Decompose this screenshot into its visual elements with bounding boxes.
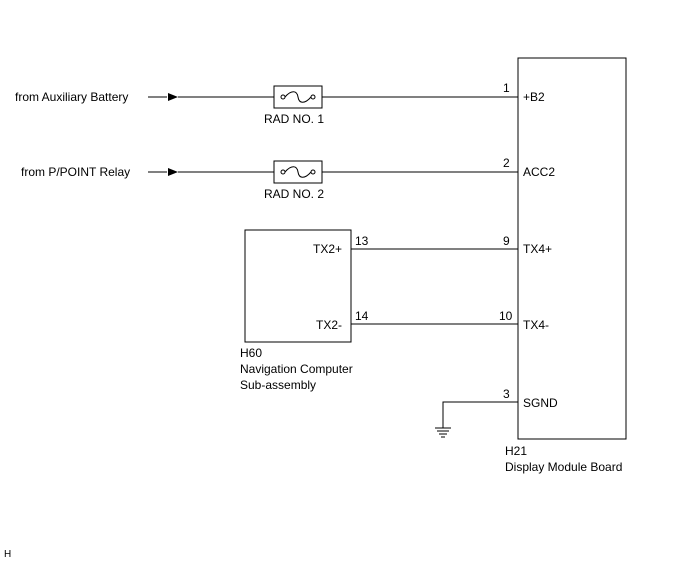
nav-pin-14-number: 14 (355, 309, 369, 323)
fuse-rad-no2-label: RAD NO. 2 (264, 187, 324, 201)
corner-mark: H (4, 549, 11, 560)
pin-9-number: 9 (503, 234, 510, 248)
navigation-computer-name-line2: Sub-assembly (240, 378, 316, 392)
pin-acc2-signal: ACC2 (523, 165, 555, 179)
source-auxiliary-battery-label: from Auxiliary Battery (15, 90, 128, 104)
circuit-sgnd: 3 SGND (435, 387, 558, 438)
display-module-board-code: H21 (505, 444, 527, 458)
display-module-board-box (517, 57, 627, 440)
pin-3-number: 3 (503, 387, 510, 401)
nav-pin-tx2-plus-signal: TX2+ (313, 242, 342, 256)
arrow-icon (168, 168, 178, 176)
pin-tx4-plus-signal: TX4+ (523, 242, 552, 256)
fuse-rad-no1-icon (273, 85, 323, 109)
nav-pin-13-number: 13 (355, 234, 369, 248)
ground-icon (435, 427, 451, 438)
navigation-computer-code: H60 (240, 346, 262, 360)
wire-sgnd (442, 401, 518, 428)
pin-10-number: 10 (499, 309, 513, 323)
navigation-computer-name-line1: Navigation Computer (240, 362, 353, 376)
circuit-tx-minus: TX2- 14 10 TX4- (316, 309, 549, 332)
nav-pin-tx2-minus-signal: TX2- (316, 318, 342, 332)
fuse-rad-no1-label: RAD NO. 1 (264, 112, 324, 126)
pin-1-number: 1 (503, 81, 510, 95)
circuit-acc2: from P/POINT Relay RAD NO. 2 2 ACC2 (21, 156, 555, 201)
pin-2-number: 2 (503, 156, 510, 170)
arrow-icon (168, 93, 178, 101)
pin-b2-signal: +B2 (523, 90, 545, 104)
pin-tx4-minus-signal: TX4- (523, 318, 549, 332)
source-ppoint-relay-label: from P/POINT Relay (21, 165, 130, 179)
circuit-tx-plus: TX2+ 13 9 TX4+ (313, 234, 552, 256)
navigation-computer-box (244, 229, 352, 343)
display-module-board-name: Display Module Board (505, 460, 622, 474)
pin-sgnd-signal: SGND (523, 396, 558, 410)
fuse-rad-no2-icon (273, 160, 323, 184)
circuit-b2: from Auxiliary Battery RAD NO. 1 1 +B2 (15, 81, 545, 126)
